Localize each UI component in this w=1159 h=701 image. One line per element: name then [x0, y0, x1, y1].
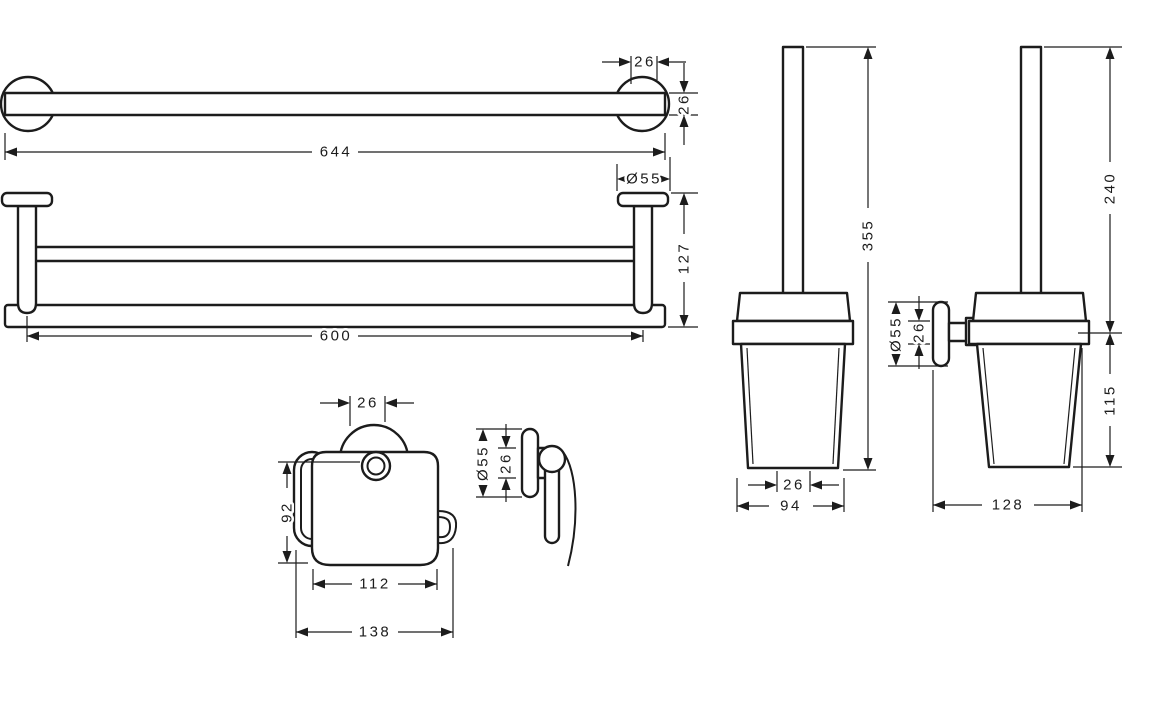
dim-text-26-rim: 26: [911, 321, 928, 343]
brush-lid-front: [735, 291, 852, 323]
dim-text-128: 128: [992, 497, 1025, 514]
spindle-hook-inner: [437, 516, 451, 539]
dim-text-240: 240: [1102, 172, 1119, 205]
view-brush-holder-front: 355 26 94: [731, 45, 879, 517]
inner-bar: [27, 245, 645, 263]
dim-total-width-138: 138: [295, 548, 454, 643]
brush-glass-front: [739, 342, 847, 470]
brush-handle-side: [1019, 45, 1043, 297]
dim-depth-127: 127: [668, 192, 698, 328]
dim-text-92: 92: [279, 501, 296, 523]
roll-cover: [310, 450, 440, 567]
dim-brush-rosette: Ø55: [885, 301, 948, 367]
dim-text-o55-top: Ø55: [626, 171, 662, 188]
cover-knob-outer: [360, 450, 392, 482]
view-brush-holder-side: Ø55 26 240 115 128: [885, 45, 1122, 516]
dim-knob-width: 26: [320, 392, 414, 426]
wall-plate-right: [616, 191, 670, 208]
dim-base-width-26: 26: [748, 471, 839, 496]
dim-hook-rosette: Ø55: [472, 428, 522, 498]
spindle-hook-outer: [437, 510, 458, 545]
brush-handle-front: [781, 45, 805, 297]
dim-total-height-355: 355: [806, 46, 879, 471]
dim-text-26-base: 26: [783, 477, 805, 494]
dim-text-115: 115: [1102, 384, 1119, 415]
wall-plate-left: [0, 191, 54, 208]
dim-hook-body-height: 26: [495, 424, 517, 502]
hook-wall-plate: [520, 427, 540, 499]
hook-sweep-curve: [562, 451, 577, 567]
cover-knob-inner: [366, 456, 386, 476]
brush-wall-plate: [931, 300, 951, 368]
view-hook-side: Ø55 26: [472, 424, 577, 567]
view-double-towel-bar-top: Ø55 127 600: [0, 157, 698, 347]
dim-text-355: 355: [860, 219, 877, 252]
dim-text-112: 112: [359, 576, 390, 593]
dim-height-92: 92: [276, 461, 360, 564]
dim-inner-width-112: 112: [312, 569, 438, 595]
dim-handle-height-240: 240: [1044, 46, 1122, 334]
dim-text-26-hook: 26: [498, 452, 515, 474]
dim-rosette-diameter: Ø55: [616, 157, 671, 191]
dim-text-127: 127: [676, 242, 693, 275]
brush-lid-side: [971, 291, 1088, 323]
dim-total-depth-128: 128: [932, 348, 1083, 516]
dim-text-600: 600: [320, 328, 353, 345]
dim-bar-height: 26: [669, 63, 698, 145]
post-left: [16, 204, 38, 315]
brush-ring-side: [967, 319, 1091, 346]
view-towel-bar-front: 26 26 644: [0, 51, 698, 163]
view-roll-holder-front: 26 92 112 138: [276, 392, 458, 643]
dim-cup-width-94: 94: [736, 478, 845, 517]
dim-length-644: 644: [4, 133, 666, 163]
dim-mount-offset: 26: [602, 51, 686, 84]
outer-bar: [3, 303, 667, 329]
dim-length-600: 600: [26, 316, 644, 347]
dim-rim-height-26: 26: [908, 296, 930, 369]
dim-text-26-knob: 26: [357, 395, 379, 412]
dim-text-o55-brush: Ø55: [888, 316, 905, 352]
dim-text-644: 644: [320, 144, 353, 161]
post-right: [632, 204, 654, 315]
dim-text-26-bar-height: 26: [676, 93, 693, 115]
dim-text-94: 94: [780, 498, 802, 515]
hook-knob: [537, 444, 567, 474]
dim-text-o55-hook: Ø55: [475, 445, 492, 481]
dim-text-138: 138: [359, 624, 392, 641]
brush-glass-side: [975, 342, 1083, 469]
towel-bar: [3, 91, 667, 117]
brush-ring-front: [731, 319, 855, 346]
dim-text-26-offset: 26: [634, 54, 656, 71]
dim-cup-height-115: 115: [1073, 333, 1122, 468]
